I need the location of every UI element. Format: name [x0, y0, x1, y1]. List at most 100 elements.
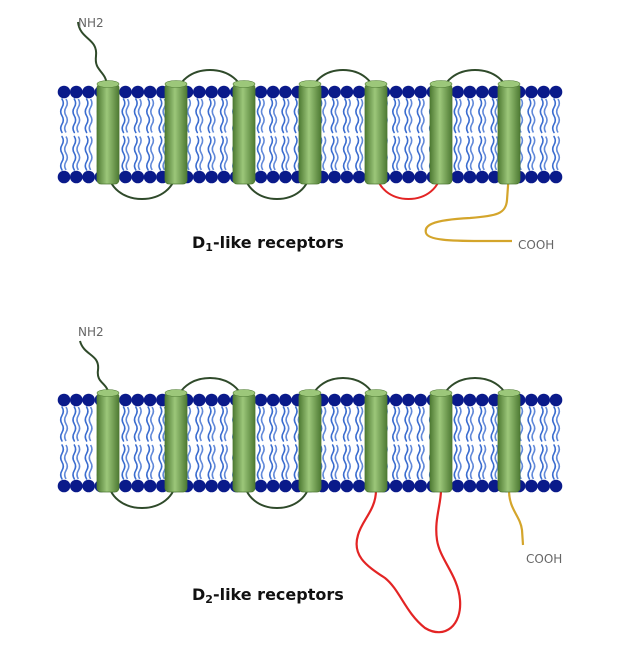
d2-lipid-tail: [293, 406, 298, 442]
d2-lipid-tail: [465, 444, 470, 480]
d2-caption-subscript: 2: [205, 593, 213, 606]
d2-lipid-tail: [186, 406, 192, 442]
d1-lipid-tail: [285, 98, 290, 133]
d1-helix-7: [497, 83, 521, 185]
d1-lipid-tail: [404, 135, 409, 171]
d2-lipid-tail: [551, 406, 557, 442]
d2-lipid-tail: [346, 444, 351, 480]
d2-lipid-tail: [223, 406, 228, 442]
d2-lipid-head: [340, 393, 354, 407]
d2-lipid-tail: [84, 444, 89, 480]
d1-helix-6: [429, 83, 453, 185]
d2-lipid-tail: [469, 406, 474, 442]
d2-lipid-tail: [121, 444, 126, 480]
d1-lipid-head: [537, 170, 550, 184]
d2-lipid-head: [525, 393, 538, 407]
d2-helix-3: [232, 392, 256, 493]
d2-lipid-tail: [76, 444, 81, 480]
d1-helix-2: [164, 83, 188, 185]
d2-receptor-diagram: NH2 COOH D2-like receptors: [57, 325, 563, 634]
d1-lipid-tail: [408, 136, 413, 171]
d2-lipid-tail: [223, 444, 228, 480]
d1-lipid-tail: [150, 98, 155, 133]
d1-lipid-tail: [137, 98, 142, 133]
d1-caption-main: D: [192, 233, 205, 252]
d1-lipid-tail: [125, 136, 130, 171]
d1-lipid-head: [389, 170, 403, 184]
d1-lipid-head: [193, 170, 206, 184]
d2-lipid-head: [82, 393, 95, 407]
d1-lipid-tail: [539, 98, 544, 134]
d2-lipid-head: [70, 393, 83, 407]
d2-lipid-tail: [404, 444, 409, 480]
d1-lipid-tail: [420, 136, 425, 171]
d2-lipid-tail: [527, 444, 532, 480]
d2-lipid-tail: [137, 406, 142, 442]
d1-lipid-tail: [133, 98, 138, 134]
d2-helix-5: [364, 392, 388, 493]
d1-lipid-head: [463, 170, 477, 184]
d2-helices: [96, 389, 521, 493]
d1-lipid-tail: [121, 98, 126, 134]
d2-lipid-head: [205, 393, 218, 407]
d1-lipid-tail: [59, 98, 65, 134]
d1-lipid-head: [328, 85, 341, 99]
d2-lipid-tail: [133, 406, 138, 442]
d1-lipid-tail: [416, 135, 421, 171]
d1-lipid-tail: [330, 98, 335, 134]
d2-lipid-tail: [125, 444, 130, 480]
d1-lipid-tail: [195, 135, 200, 171]
d2-lipid-tail: [420, 444, 425, 480]
d2-lipid-tail: [219, 444, 224, 480]
d2-lipid-tail: [260, 406, 265, 442]
d1-lipid-tail: [555, 98, 561, 133]
d2-lipid-tail: [76, 406, 81, 442]
d2-lipid-head: [57, 479, 71, 493]
d2-lipid-tail: [63, 444, 69, 480]
d1-lipid-tail: [121, 135, 126, 171]
d1-lipid-tail: [88, 98, 93, 133]
d1-lipid-tail: [146, 98, 151, 134]
d2-helix-cap: [232, 389, 256, 397]
d2-lipid-head: [451, 479, 464, 493]
d2-lipid-tail: [186, 444, 192, 480]
d1-lipid-tail: [256, 98, 261, 134]
d1-lipid-tail: [273, 136, 278, 171]
d2-lipid-tail: [408, 444, 413, 480]
d2-lipid-tail: [465, 406, 470, 442]
d1-lipid-tail: [359, 136, 364, 171]
d2-lipid-tail: [273, 406, 278, 442]
d1-lipid-tail: [223, 136, 228, 171]
d2-lipid-tail: [293, 444, 298, 480]
d1-lipid-head: [254, 170, 268, 184]
d2-lipid-head: [82, 479, 95, 493]
d2-lipid-head: [119, 393, 132, 407]
d1-caption-subscript: 1: [205, 241, 213, 254]
d2-helix-cap: [497, 389, 521, 397]
d2-lipid-head: [254, 479, 268, 493]
d2-lipid-head: [328, 393, 341, 407]
d1-lipid-head: [193, 85, 206, 99]
d1-lipid-tail: [76, 98, 81, 133]
d2-lipid-tail: [359, 444, 364, 480]
d1-lipid-tail: [158, 98, 163, 134]
d1-lipid-head: [205, 85, 218, 99]
d2-lipid-head: [402, 479, 415, 493]
d1-lipid-head: [451, 85, 464, 99]
d1-lipid-tail: [359, 98, 364, 133]
d2-lipid-head: [402, 393, 415, 407]
d2-lipid-head: [70, 479, 83, 493]
d2-lipid-tail: [392, 444, 397, 480]
d2-helix-6: [429, 392, 453, 493]
d1-lipid-tail: [416, 98, 421, 134]
d2-lipid-tail: [285, 406, 290, 442]
d2-c-terminus-chain: [507, 489, 525, 546]
d2-lipid-head: [205, 479, 218, 493]
d1-lipid-head: [414, 85, 428, 99]
d2-lipid-head: [217, 479, 231, 493]
d2-helix-4: [298, 392, 322, 493]
d1-lipid-head: [352, 170, 366, 184]
d2-lipid-tail: [158, 406, 163, 442]
d1-lipid-head: [525, 85, 538, 99]
